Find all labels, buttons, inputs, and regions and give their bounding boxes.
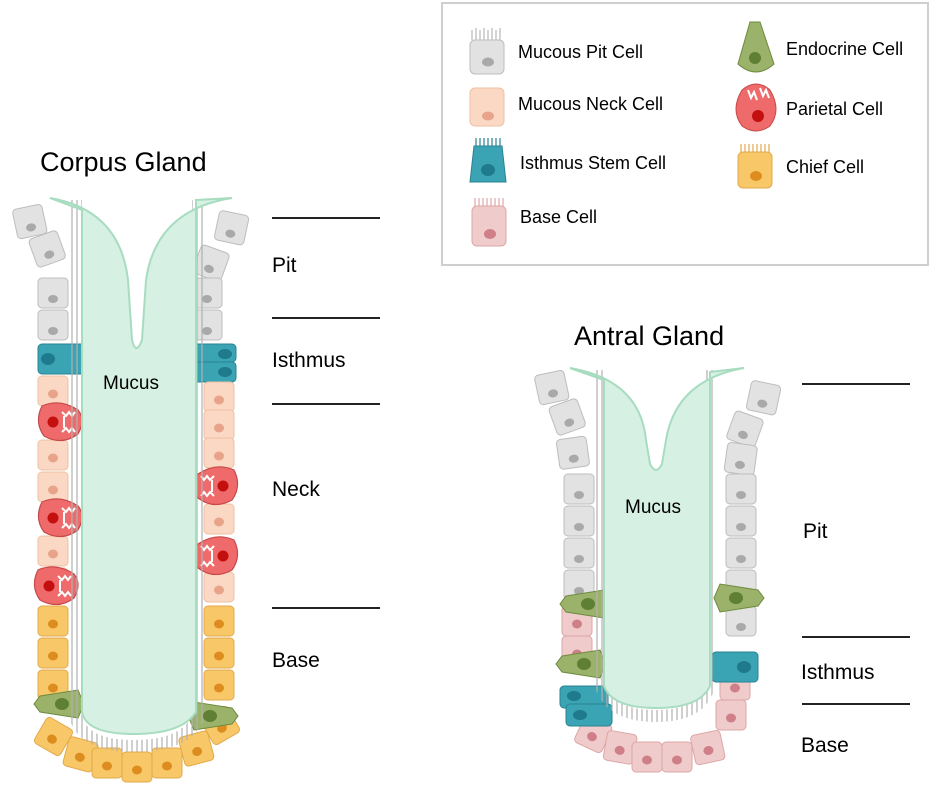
antral-gland-title: Antral Gland bbox=[574, 321, 724, 351]
antral-zone-base: Base bbox=[801, 734, 849, 757]
parietal-cell-icon bbox=[736, 84, 776, 131]
corpus-gland: Corpus Gland bbox=[12, 147, 380, 782]
legend-label-endocrine-cell: Endocrine Cell bbox=[786, 39, 903, 59]
antral-zone-markers: Pit Isthmus Base bbox=[801, 384, 910, 757]
corpus-zone-neck: Neck bbox=[272, 478, 320, 501]
legend-label-mucous-neck-cell: Mucous Neck Cell bbox=[518, 94, 663, 114]
legend-label-base-cell: Base Cell bbox=[520, 207, 597, 227]
corpus-zone-base: Base bbox=[272, 649, 320, 672]
legend-label-mucous-pit-cell: Mucous Pit Cell bbox=[518, 42, 643, 62]
isthmus-stem-cell-icon bbox=[470, 138, 506, 182]
corpus-zone-markers: Pit Isthmus Neck Base bbox=[272, 218, 380, 672]
antral-gland: Antral Gland bbox=[534, 321, 910, 772]
antral-zone-pit: Pit bbox=[803, 520, 828, 543]
legend-label-parietal-cell: Parietal Cell bbox=[786, 99, 883, 119]
legend-label-isthmus-stem-cell: Isthmus Stem Cell bbox=[520, 153, 666, 173]
legend-label-chief-cell: Chief Cell bbox=[786, 157, 864, 177]
corpus-zone-pit: Pit bbox=[272, 254, 297, 277]
corpus-mucus-label: Mucus bbox=[103, 373, 159, 394]
corpus-gland-title: Corpus Gland bbox=[40, 147, 207, 177]
legend: Mucous Pit Cell Mucous Neck Cell Isthmus… bbox=[442, 3, 928, 265]
antral-zone-isthmus: Isthmus bbox=[801, 661, 875, 684]
corpus-zone-isthmus: Isthmus bbox=[272, 349, 346, 372]
antral-mucus-label: Mucus bbox=[625, 497, 681, 518]
mucous-neck-cell-icon bbox=[470, 88, 504, 126]
